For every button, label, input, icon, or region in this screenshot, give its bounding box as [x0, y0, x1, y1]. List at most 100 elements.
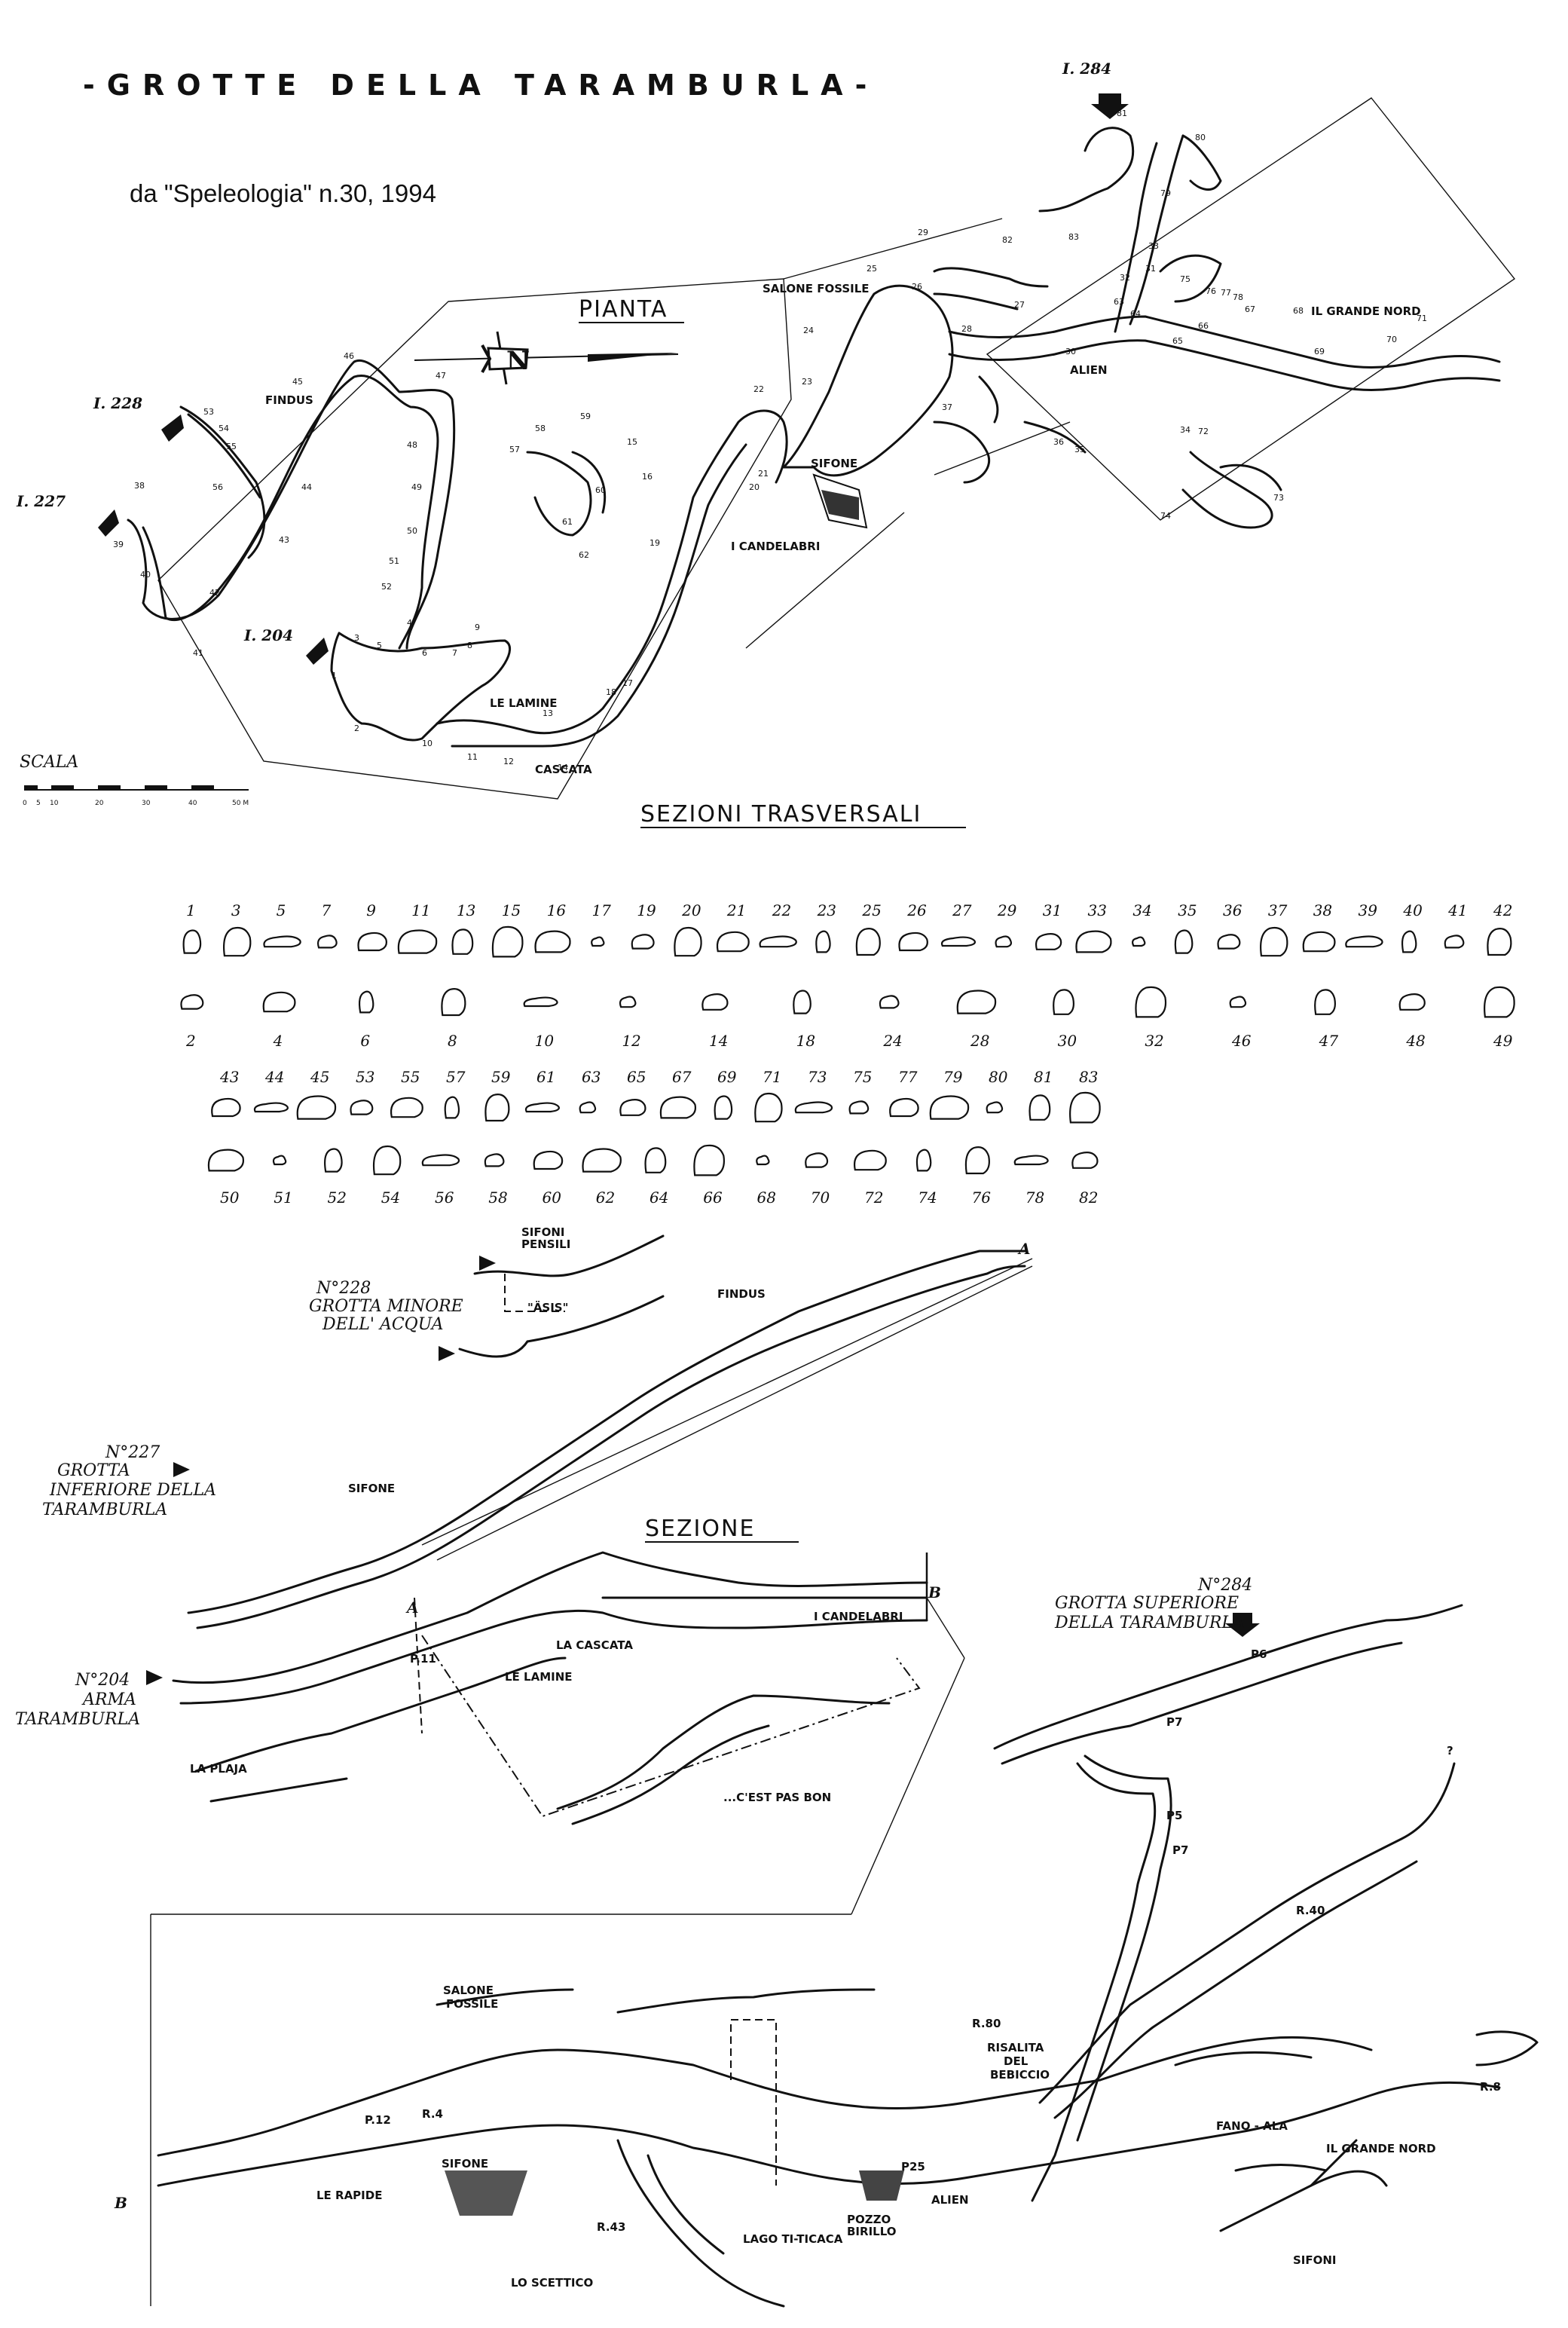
cross-section-outline: [484, 1153, 505, 1167]
cross-section-outline: [1075, 930, 1112, 953]
cross-section-label: 3: [231, 901, 241, 919]
cross-section-outline: [1314, 989, 1337, 1015]
svg-text:25: 25: [867, 264, 877, 274]
north-arrow: N: [414, 331, 679, 385]
entrance-label: I. 204: [243, 626, 293, 644]
cross-section-label: 55: [401, 1068, 420, 1086]
cross-section-outline: [591, 936, 605, 947]
entrance-name: TARAMBURLA: [15, 1710, 140, 1729]
cross-section-outline: [1053, 989, 1075, 1015]
svg-text:14: 14: [558, 763, 568, 772]
svg-text:55: 55: [226, 442, 237, 451]
cross-section-outline: [390, 1097, 423, 1118]
cross-section-label: 15: [502, 901, 521, 919]
entrance-name: GROTTA MINORE: [309, 1297, 463, 1316]
cross-section-outline: [674, 926, 702, 957]
cross-section-label: 26: [906, 901, 927, 919]
cross-section-outline: [756, 1155, 770, 1166]
svg-text:63: 63: [1114, 297, 1124, 307]
cross-section-label: 43: [219, 1068, 239, 1086]
cross-section-label: 71: [763, 1068, 781, 1086]
cross-section-label: 33: [1088, 901, 1107, 919]
cross-section-label: 17: [591, 901, 611, 919]
cross-section-outline: [263, 935, 301, 948]
svg-text:5: 5: [36, 800, 41, 807]
svg-text:47: 47: [436, 371, 446, 381]
cross-section-outline: [714, 1095, 733, 1120]
svg-text:1: 1: [332, 671, 337, 681]
svg-text:76: 76: [1206, 286, 1216, 296]
svg-text:38: 38: [134, 481, 145, 491]
svg-text:15: 15: [627, 437, 637, 447]
cross-section-label: 8: [448, 1032, 457, 1050]
scale-bar: SCALA 0 5 10 20 30 40 50 M: [20, 753, 249, 807]
cross-section-label: 64: [650, 1188, 668, 1207]
cross-section-outline: [1260, 926, 1288, 957]
profile-label: I CANDELABRI: [814, 1610, 903, 1623]
cross-section-label: 1: [186, 901, 196, 919]
svg-text:21: 21: [758, 469, 769, 479]
cross-section-outline: [1029, 1094, 1051, 1121]
cross-sections-heading: SEZIONI TRASVERSALI: [640, 801, 922, 827]
cross-section-outline: [759, 935, 797, 948]
cross-section-outline: [1345, 935, 1383, 948]
svg-text:65: 65: [1172, 336, 1183, 346]
profile-label: BEBICCIO: [990, 2068, 1050, 2082]
cross-section-label: 5: [277, 901, 286, 919]
cross-section-label: 9: [366, 901, 376, 919]
cross-section-outline: [207, 1149, 244, 1172]
profile-label: P5: [1166, 1809, 1182, 1822]
cross-section-outline: [1035, 933, 1062, 950]
cross-section-label: 24: [882, 1032, 902, 1050]
profile-label: RISALITA: [987, 2041, 1044, 2054]
plan-feature-label: I CANDELABRI: [731, 540, 820, 553]
cross-section-label: 76: [972, 1188, 992, 1207]
cross-section-label: 52: [328, 1188, 347, 1207]
plan-feature-label: FINDUS: [265, 393, 313, 407]
cross-section-outline: [956, 990, 997, 1014]
profile-label: R.40: [1296, 1904, 1325, 1917]
cross-section-label: 59: [491, 1068, 511, 1086]
svg-text:80: 80: [1195, 133, 1206, 142]
cross-section-label: 49: [1493, 1032, 1513, 1050]
profile-label: "ÄSIS": [527, 1300, 568, 1314]
cross-section-label: 36: [1223, 901, 1242, 919]
plan-feature-label: SALONE FOSSILE: [763, 282, 870, 295]
entrance-name: DELL' ACQUA: [322, 1315, 443, 1334]
cross-section-outline: [1444, 935, 1465, 949]
entrance-number: N°228: [316, 1279, 371, 1298]
north-label: N: [506, 346, 530, 376]
cross-section-label: 19: [637, 901, 656, 919]
cross-section-outline: [1013, 1155, 1049, 1166]
cross-section-label: 45: [310, 1068, 329, 1086]
entrance-number: N°284: [1197, 1576, 1252, 1595]
svg-text:74: 74: [1160, 511, 1171, 521]
cross-section-label: 63: [582, 1068, 601, 1086]
profile-label: R.80: [972, 2017, 1001, 2030]
profile-label: LO SCETTICO: [511, 2276, 593, 2290]
profile-label: P6: [1251, 1647, 1267, 1661]
cross-section-label: 72: [864, 1188, 883, 1207]
cross-section-outline: [357, 932, 387, 952]
cross-section-outline: [1398, 993, 1426, 1011]
svg-text:82: 82: [1002, 235, 1013, 245]
plan-feature-label: LE LAMINE: [490, 696, 558, 710]
cross-section-label: 79: [943, 1068, 963, 1086]
cross-section-outline: [582, 1148, 622, 1173]
cross-section-outline: [986, 1101, 1004, 1114]
svg-text:49: 49: [411, 482, 422, 492]
cross-section-outline: [754, 1092, 783, 1123]
svg-text:0: 0: [23, 800, 27, 807]
svg-text:27: 27: [1014, 300, 1025, 310]
cross-section-outline: [523, 996, 558, 1008]
svg-text:4: 4: [407, 618, 412, 628]
svg-text:30: 30: [1065, 347, 1076, 356]
profile-label: ?: [1447, 1744, 1453, 1757]
cross-section-label: 40: [1402, 901, 1423, 919]
cross-section-outline: [693, 1144, 725, 1176]
cross-section-label: 46: [1231, 1032, 1252, 1050]
svg-text:24: 24: [803, 326, 814, 335]
cross-section-outline: [659, 1096, 696, 1119]
svg-text:72: 72: [1198, 427, 1209, 436]
cross-section-label: 29: [997, 901, 1017, 919]
